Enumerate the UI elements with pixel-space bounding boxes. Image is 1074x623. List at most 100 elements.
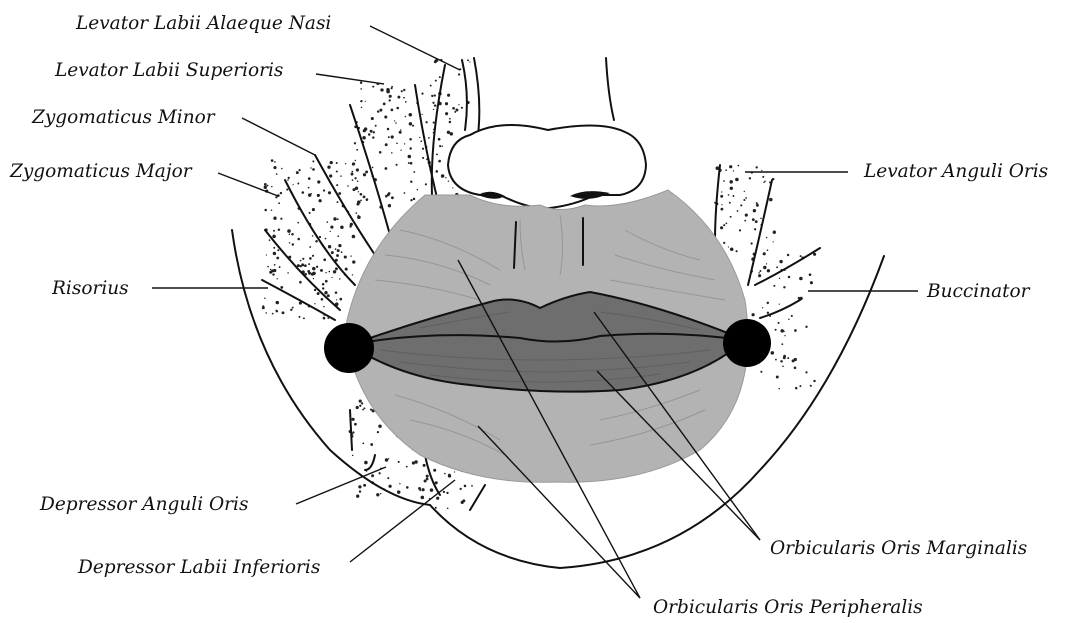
stipple-dot (385, 167, 388, 170)
label-depressor-labii-inferioris: Depressor Labii Inferioris (77, 557, 320, 578)
stipple-dot (299, 316, 301, 318)
stipple-dot (276, 257, 279, 260)
stipple-dot (368, 133, 371, 136)
stipple-dot (385, 143, 388, 146)
stipple-dot (756, 202, 758, 204)
stipple-dot (422, 114, 423, 115)
stipple-dot (438, 160, 441, 163)
stipple-dot (274, 161, 276, 163)
stipple-dot (412, 461, 415, 464)
stipple-dot (805, 326, 807, 328)
stipple-dot (436, 153, 438, 155)
stipple-dot (281, 168, 283, 170)
stipple-dot (360, 200, 362, 202)
stipple-dot (297, 183, 299, 185)
stipple-dot (272, 313, 274, 315)
stipple-dot (389, 99, 391, 101)
stipple-dot (270, 269, 271, 270)
stipple-dot (371, 130, 372, 131)
stipple-dot (805, 371, 807, 373)
stipple-dot (810, 385, 812, 387)
stipple-dot (442, 146, 443, 147)
stipple-dot (391, 135, 394, 138)
stipple-dot (761, 170, 762, 171)
stipple-dot (450, 132, 453, 135)
stipple-dot (309, 246, 311, 248)
stipple-dot (397, 490, 401, 494)
stipple-dot (264, 183, 267, 186)
label-levator-labii-superioris: Levator Labii Superioris (54, 60, 283, 81)
stipple-dot (769, 198, 772, 201)
stipple-dot (335, 248, 337, 250)
stipple-dot (278, 202, 280, 204)
stipple-dot (434, 94, 436, 96)
stipple-dot (720, 195, 723, 198)
stipple-dot (271, 269, 274, 272)
stipple-dot (405, 101, 407, 103)
stipple-dot (336, 299, 337, 300)
stipple-dot (307, 270, 310, 273)
stipple-dot (379, 109, 382, 112)
stipple-dot (782, 366, 784, 368)
stipple-dot (274, 264, 276, 266)
stipple-dot (775, 359, 777, 361)
stipple-dot (391, 109, 394, 112)
stipple-dot (314, 303, 315, 304)
stipple-dot (278, 229, 280, 231)
stipple-dot (333, 270, 336, 273)
stipple-dot (269, 239, 271, 241)
stipple-dot (406, 486, 409, 489)
stipple-dot (737, 210, 739, 212)
stipple-dot (345, 163, 346, 164)
stipple-dot (758, 274, 761, 277)
stipple-dot (359, 490, 361, 492)
stipple-dot (403, 97, 405, 99)
label-levator-labii-alaeque-nasi: Levator Labii Alaeque Nasi (75, 13, 331, 34)
stipple-dot (297, 222, 299, 224)
stipple-dot (410, 181, 412, 183)
stipple-dot (404, 192, 406, 194)
stipple-dot (271, 159, 274, 162)
stipple-dot (308, 187, 310, 189)
stipple-dot (328, 271, 330, 273)
stipple-dot (312, 160, 314, 162)
stipple-dot (314, 289, 316, 291)
stipple-dot (767, 302, 769, 304)
stipple-dot (337, 201, 339, 203)
stipple-dot (341, 251, 343, 253)
stipple-dot (730, 247, 734, 251)
stipple-dot (292, 184, 293, 185)
stipple-dot (372, 136, 374, 138)
stipple-dot (443, 491, 445, 493)
stipple-dot (352, 455, 354, 457)
stipple-dot (318, 194, 320, 196)
stipple-dot (350, 223, 353, 226)
stipple-dot (435, 80, 437, 82)
stipple-dot (330, 231, 331, 232)
stipple-dot (350, 255, 351, 256)
stipple-dot (385, 458, 388, 461)
right-modiolus (723, 319, 771, 367)
stipple-dot (355, 212, 357, 214)
stipple-dot (325, 272, 326, 273)
stipple-dot (337, 249, 340, 252)
stipple-dot (351, 173, 354, 176)
stipple-dot (265, 312, 267, 314)
stipple-dot (384, 115, 387, 118)
stipple-dot (426, 478, 429, 481)
stipple-dot (762, 307, 763, 308)
stipple-dot (421, 496, 425, 500)
stipple-dot (762, 176, 764, 178)
stipple-dot (354, 142, 356, 144)
stipple-dot (303, 317, 305, 319)
stipple-dot (405, 116, 407, 118)
stipple-dot (759, 270, 761, 272)
stipple-dot (464, 485, 467, 488)
label-orbicularis-oris-peripheralis: Orbicularis Oris Peripheralis (653, 597, 923, 618)
stipple-dot (379, 151, 382, 154)
stipple-dot (441, 174, 445, 178)
stipple-dot (813, 380, 815, 382)
stipple-dot (445, 177, 446, 178)
stipple-dot (431, 95, 433, 97)
stipple-dot (445, 102, 448, 105)
